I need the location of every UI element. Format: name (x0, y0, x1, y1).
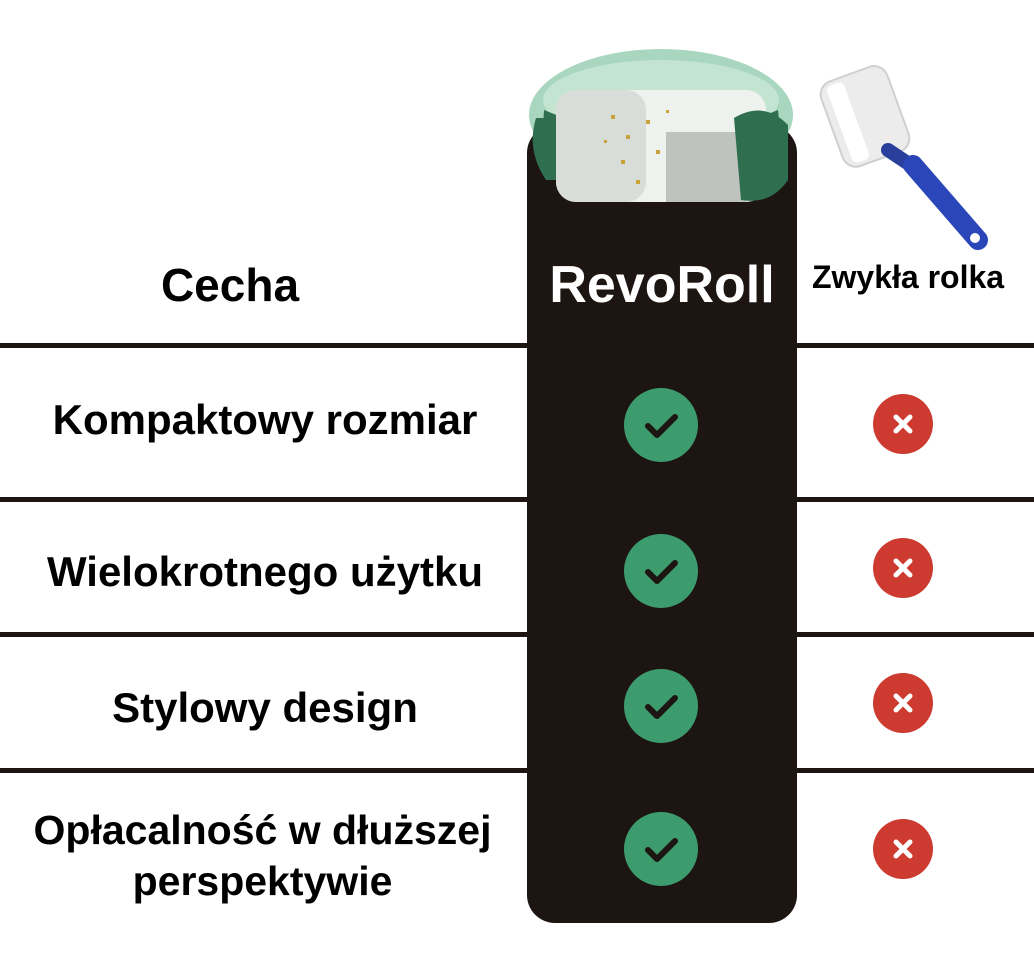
divider-left (0, 632, 527, 637)
x-circle-icon (873, 673, 933, 733)
divider-left (0, 497, 527, 502)
check-circle-icon (624, 669, 698, 743)
check-circle-icon (624, 812, 698, 886)
row-label: Wielokrotnego użytku (47, 548, 483, 595)
row-label: Stylowy design (112, 684, 418, 731)
revoroll-product-image (529, 49, 793, 202)
lint-roller-image (819, 65, 988, 250)
row-label: Opłacalność w dłuższej perspektywie (33, 807, 492, 904)
row-label: Kompaktowy rozmiar (52, 396, 478, 443)
check-circle-icon (624, 388, 698, 462)
x-circle-icon (873, 538, 933, 598)
check-circle-icon (624, 534, 698, 608)
header-revoroll: RevoRoll (549, 256, 775, 314)
divider-left (0, 768, 527, 773)
header-feature: Cecha (160, 259, 300, 311)
x-circle-icon (873, 819, 933, 879)
x-circle-icon (873, 394, 933, 454)
divider-right (797, 343, 1034, 348)
divider-right (797, 632, 1034, 637)
divider-right (797, 768, 1034, 773)
divider-right (797, 497, 1034, 502)
revoroll-column (527, 125, 797, 923)
divider-left (0, 343, 527, 348)
header-competitor: Zwykła rolka (811, 259, 1005, 295)
